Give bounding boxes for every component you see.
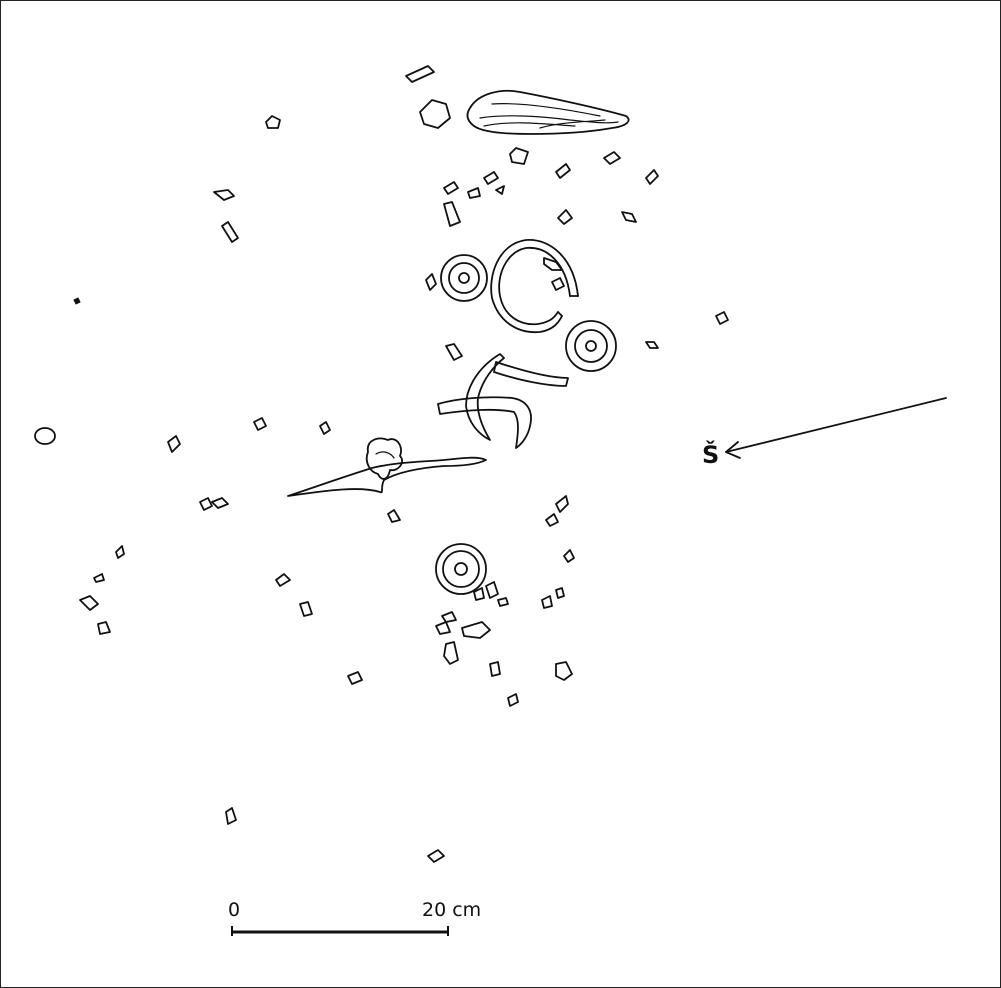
orientation-arrow bbox=[725, 397, 947, 459]
scattered-fragments bbox=[34, 115, 729, 863]
stone-fragment bbox=[405, 65, 435, 83]
open-ring-bracelet bbox=[490, 239, 579, 333]
curved-hook-objects bbox=[437, 353, 569, 449]
disc-ornament-upper-left bbox=[440, 254, 488, 302]
disc-ornament-right bbox=[565, 320, 617, 372]
disc-ornament-lower bbox=[435, 543, 487, 595]
scale-bar bbox=[231, 926, 449, 936]
scale-start-label: 0 bbox=[228, 899, 241, 921]
top-elongated-object bbox=[466, 89, 630, 135]
scale-end-label: 20 cm bbox=[422, 899, 482, 921]
long-pin-object bbox=[287, 437, 487, 497]
orientation-label: Š bbox=[702, 441, 720, 469]
stone-fragment bbox=[419, 99, 451, 129]
